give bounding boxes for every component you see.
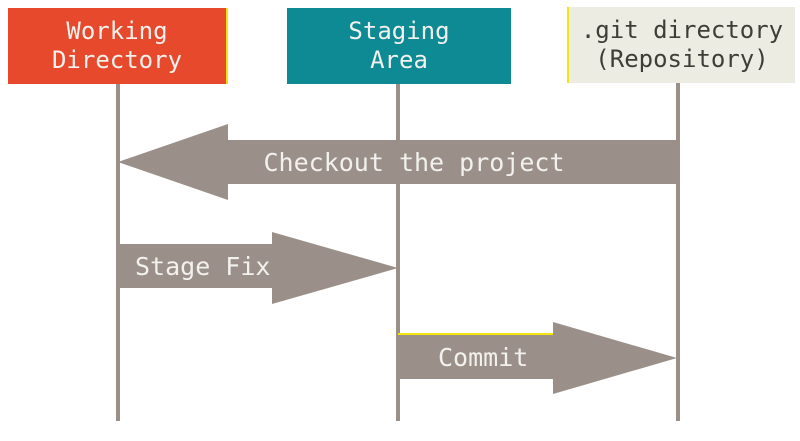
staging-area-lifeline [396, 84, 400, 421]
commit-arrow-shaft: Commit [398, 335, 553, 379]
working-directory-box: Working Directory [8, 8, 228, 84]
right-arrowhead-icon [272, 232, 398, 304]
staging-area-box: Staging Area [287, 8, 511, 84]
checkout-arrow-label: Checkout the project [263, 147, 565, 177]
checkout-arrow-shaft: Checkout the project [228, 140, 678, 184]
git-directory-label: .git directory (Repository) [580, 16, 784, 73]
commit-arrow: Commit [398, 322, 677, 394]
right-arrowhead-icon [553, 322, 677, 394]
checkout-arrow: Checkout the project [118, 124, 678, 200]
stage-fixes-arrow: Stage Fixes [118, 232, 398, 304]
commit-arrow-label: Commit [438, 342, 529, 372]
git-directory-lifeline [676, 83, 680, 421]
left-arrowhead-icon [118, 124, 228, 200]
staging-area-label: Staging Area [348, 17, 450, 74]
git-directory-box: .git directory (Repository) [567, 7, 795, 83]
stage-fixes-arrow-shaft: Stage Fixes [118, 244, 301, 288]
working-directory-label: Working Directory [51, 17, 183, 74]
commit-arrow-yellow-accent [398, 333, 553, 335]
